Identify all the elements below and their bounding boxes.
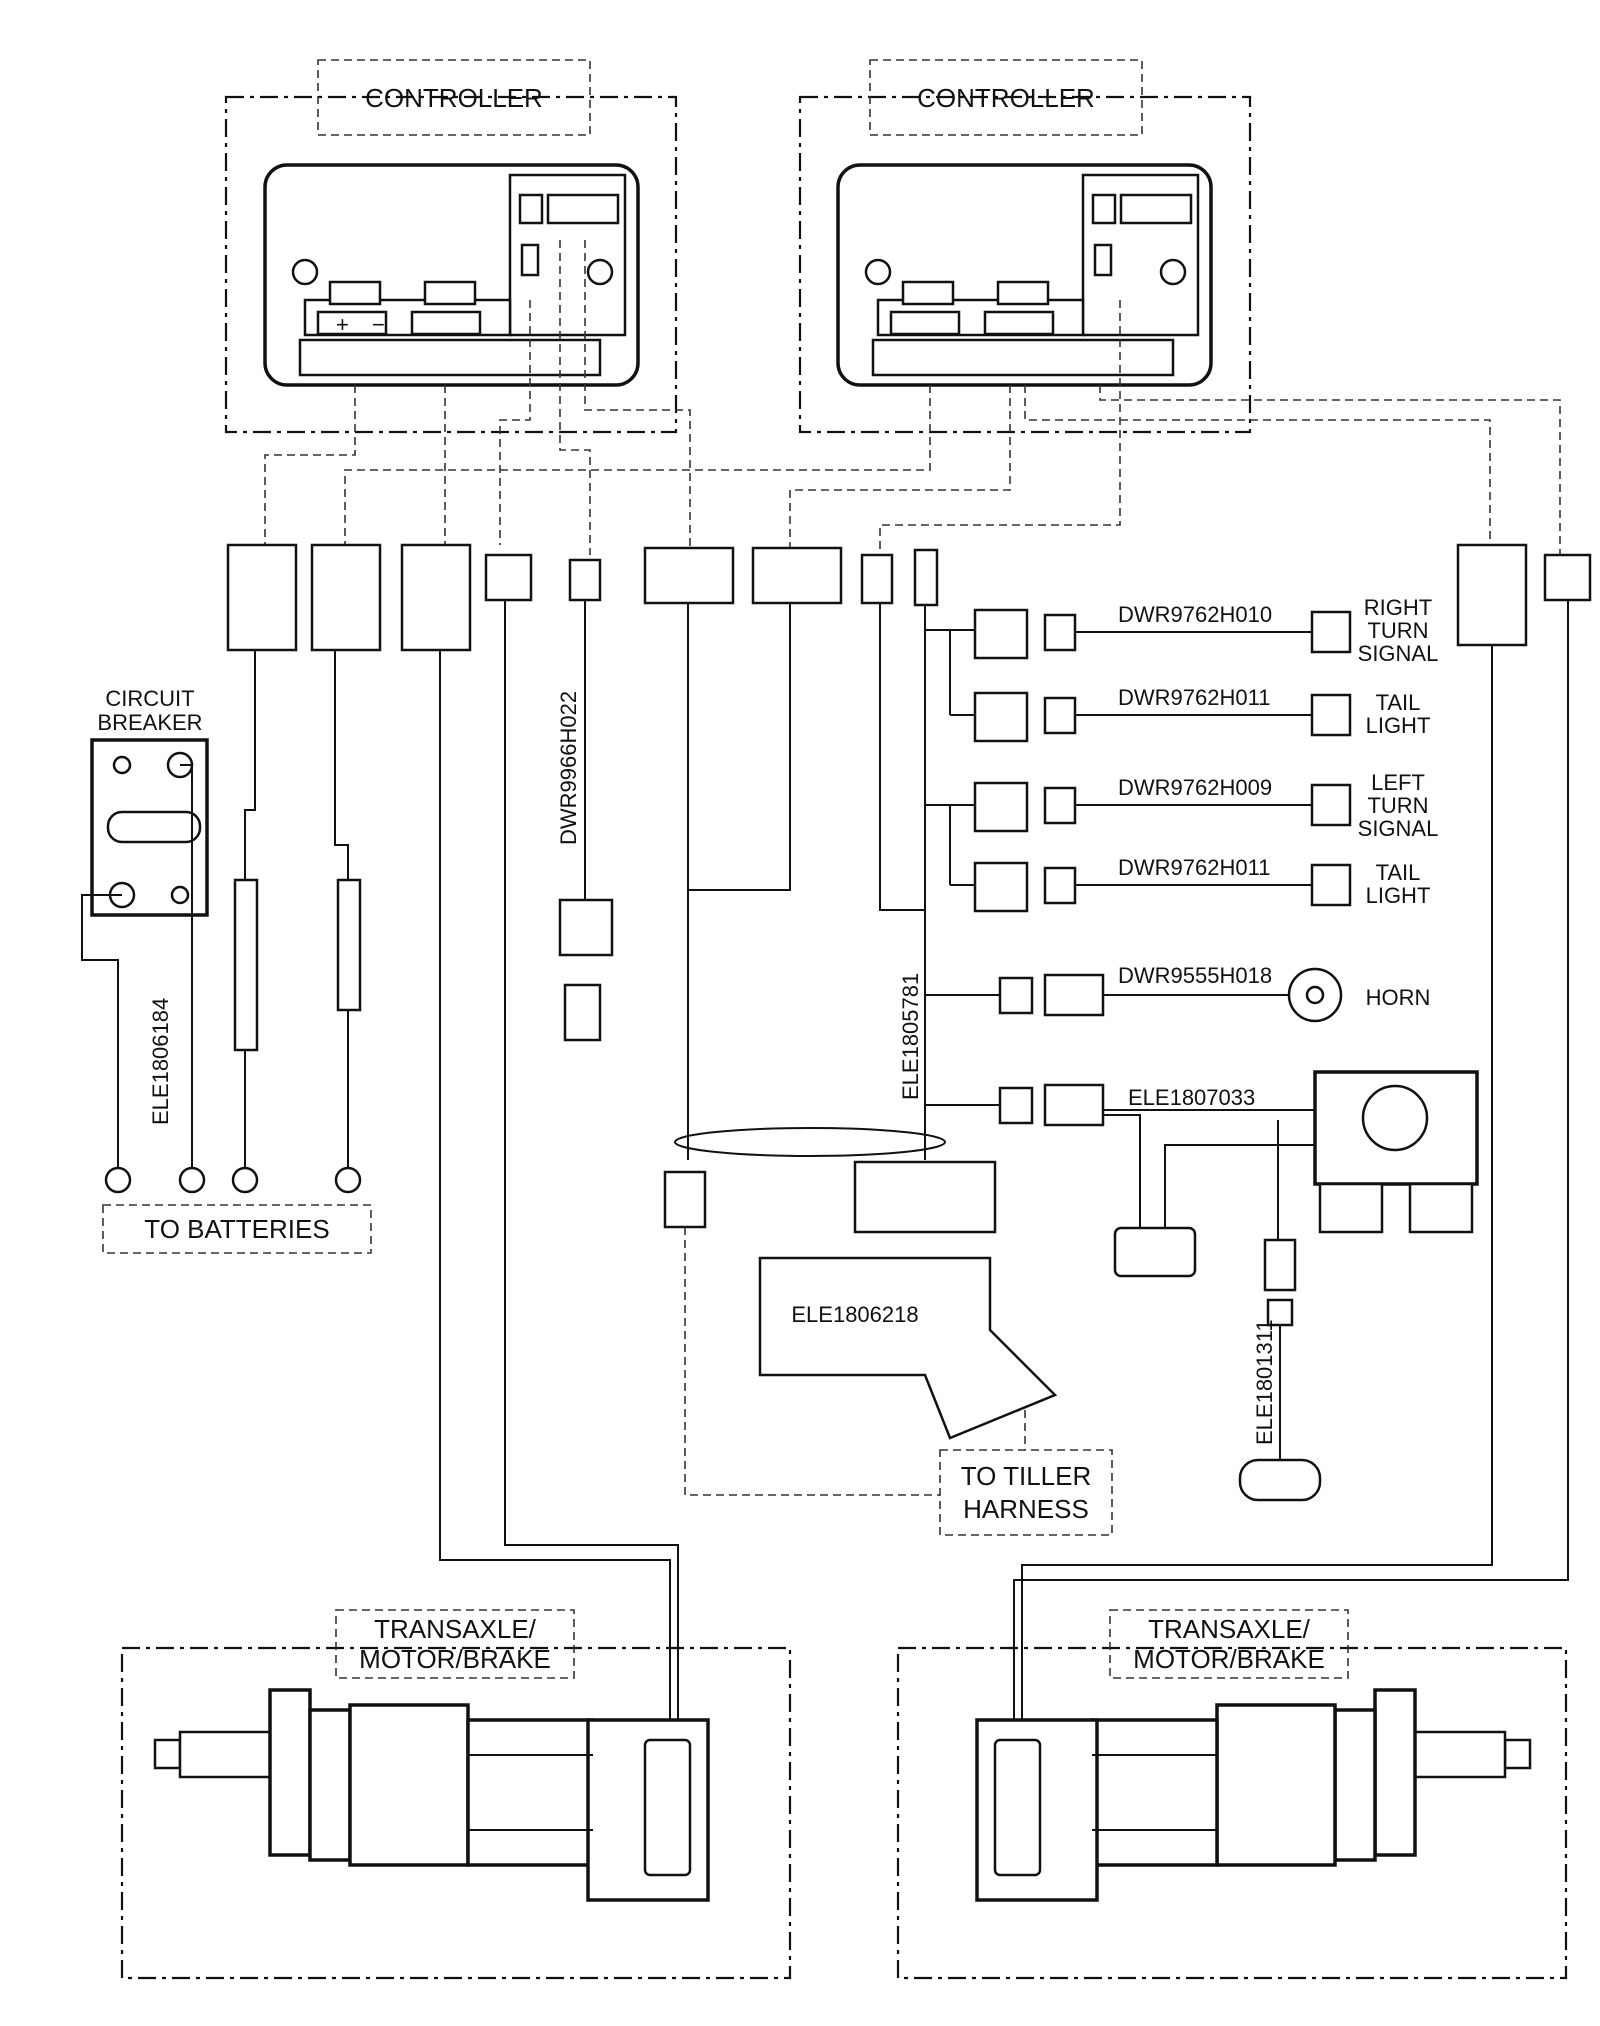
main-harness: ELE1805781 — [674, 603, 1000, 1160]
horn: DWR9555H018 HORN — [998, 963, 1431, 1023]
tail-light-1-part: DWR9762H011 — [1118, 685, 1270, 710]
controller-harness-part: DWR9966H022 — [556, 691, 581, 845]
horn-label: HORN — [1366, 985, 1431, 1010]
to-batteries-box: TO BATTERIES — [102, 1204, 372, 1254]
left-turn-label-2: TURN — [1367, 793, 1428, 818]
battery-minus-symbol: − — [372, 312, 385, 337]
tail-light-2-label-2: LIGHT — [1366, 883, 1431, 908]
controller-right-label: CONTROLLER — [917, 83, 1095, 113]
light-harness-part: ELE1801311 — [1252, 1319, 1277, 1445]
transaxle-right-label-2: MOTOR/BRAKE — [1133, 1644, 1325, 1674]
circuit-breaker-label-1: CIRCUIT — [105, 686, 194, 711]
controller-dashed-links — [264, 240, 1561, 570]
controller-harness: DWR9966H022 — [556, 600, 614, 1042]
right-turn-label-2: TURN — [1367, 618, 1428, 643]
light-harnesses: DWR9762H010 RIGHT TURN SIGNAL DWR9762H01… — [973, 595, 1439, 913]
battery-harness-part: ELE1806184 — [148, 998, 173, 1125]
to-tiller-label-2: HARNESS — [963, 1494, 1089, 1524]
transaxle-right-label-1: TRANSAXLE/ — [1148, 1614, 1311, 1644]
tail-light-2-label-1: TAIL — [1376, 860, 1421, 885]
module-harness-part: ELE1807033 — [1128, 1085, 1255, 1110]
battery-wires: ELE1806184 — [81, 650, 362, 1194]
tail-light-1-label-2: LIGHT — [1366, 713, 1431, 738]
tail-light-2-part: DWR9762H011 — [1118, 855, 1270, 880]
left-turn-part: DWR9762H009 — [1118, 775, 1272, 800]
module-harness: ELE1807033 ELE1801311 — [998, 1070, 1479, 1502]
left-turn-label-1: LEFT — [1371, 770, 1425, 795]
circuit-breaker: CIRCUIT BREAKER — [90, 686, 209, 917]
tail-light-1-label-1: TAIL — [1376, 690, 1421, 715]
to-tiller-label-1: TO TILLER — [961, 1461, 1092, 1491]
transaxle-left: TRANSAXLE/ MOTOR/BRAKE — [120, 1609, 792, 1980]
motor-wires — [439, 600, 1569, 1790]
tiller-harness-part: ELE1806218 — [791, 1302, 918, 1327]
controller-left: CONTROLLER + − — [224, 59, 678, 434]
horn-part: DWR9555H018 — [1118, 963, 1272, 988]
tiller-harness: ELE1806218 TO TILLER HARNESS — [663, 1160, 1113, 1536]
right-turn-part: DWR9762H010 — [1118, 602, 1272, 627]
right-turn-label-3: SIGNAL — [1358, 641, 1439, 666]
main-harness-part: ELE1805781 — [898, 973, 923, 1100]
circuit-breaker-label-2: BREAKER — [97, 710, 202, 735]
left-turn-label-3: SIGNAL — [1358, 816, 1439, 841]
controller-left-label: CONTROLLER — [365, 83, 543, 113]
connector-row — [226, 543, 1592, 652]
right-turn-label-1: RIGHT — [1364, 595, 1432, 620]
transaxle-left-label-1: TRANSAXLE/ — [374, 1614, 537, 1644]
transaxle-right: TRANSAXLE/ MOTOR/BRAKE — [896, 1609, 1568, 1980]
to-batteries-label: TO BATTERIES — [144, 1214, 329, 1244]
battery-plus-symbol: + — [336, 312, 349, 337]
transaxle-left-label-2: MOTOR/BRAKE — [359, 1644, 551, 1674]
controller-right: CONTROLLER — [798, 59, 1252, 434]
